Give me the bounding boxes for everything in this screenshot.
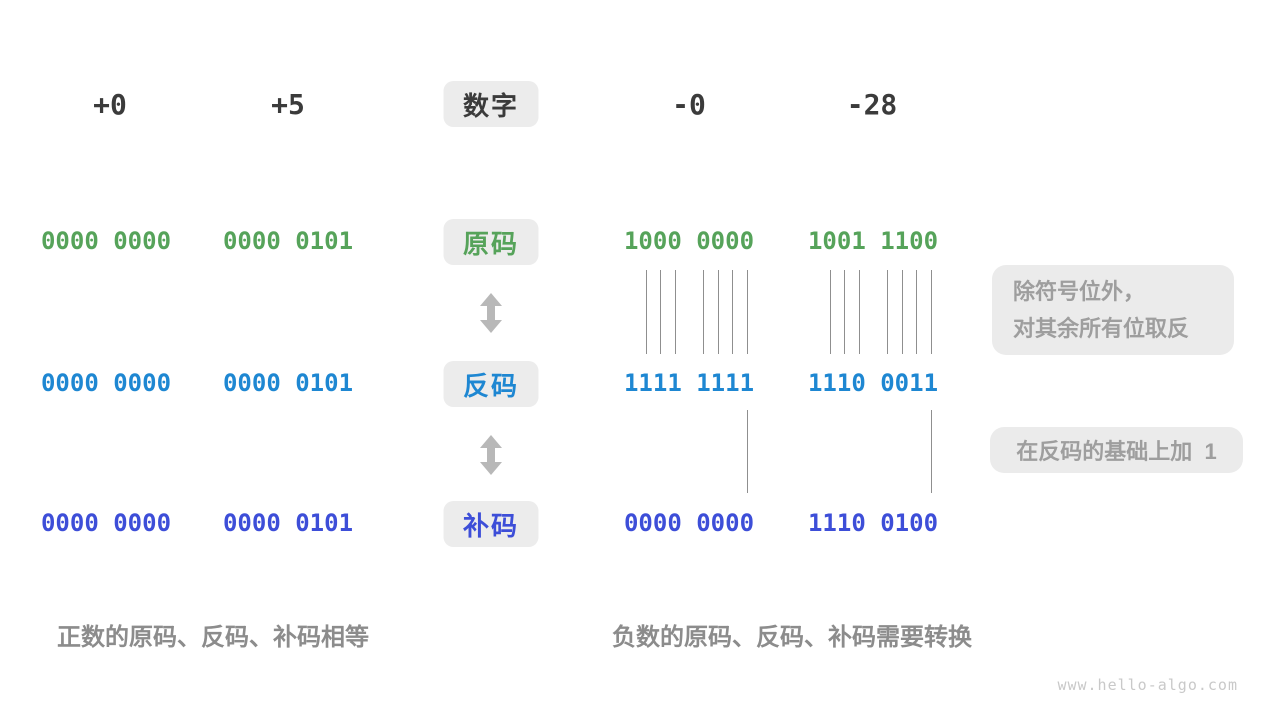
bit-tick-line	[747, 270, 748, 354]
invert-bits-note-line2: 对其余所有位取反	[1013, 316, 1190, 341]
binary-value-ones-complement-plus5: 0000 0101	[222, 369, 354, 397]
watermark: www.hello-algo.com	[1057, 676, 1238, 694]
bit-tick-line	[859, 270, 860, 354]
bit-tick-line	[931, 270, 932, 354]
bit-tick-line	[718, 270, 719, 354]
bit-tick-line	[703, 270, 704, 354]
caption-positive-numbers: 正数的原码、反码、补码相等	[57, 624, 369, 651]
invert-bits-note: 除符号位外， 对其余所有位取反	[992, 265, 1234, 355]
bit-tick-line	[887, 270, 888, 354]
binary-value-twos-complement-plus0: 0000 0000	[40, 509, 172, 537]
bit-tick-line	[844, 270, 845, 354]
bit-tick-line	[732, 270, 733, 354]
invert-bits-note-line1: 除符号位外，	[1013, 279, 1146, 304]
bit-tick-line	[747, 410, 748, 493]
binary-value-ones-complement-plus0: 0000 0000	[40, 369, 172, 397]
bit-tick-line	[916, 270, 917, 354]
bit-tick-line	[675, 270, 676, 354]
bit-tick-line	[902, 270, 903, 354]
header-value-minus28: -28	[846, 88, 898, 121]
binary-value-sign-magnitude-minus28: 1001 1100	[807, 227, 939, 255]
binary-value-twos-complement-plus5: 0000 0101	[222, 509, 354, 537]
number-badge: 数字	[443, 81, 539, 127]
binary-value-sign-magnitude-plus0: 0000 0000	[40, 227, 172, 255]
header-value-minus0: -0	[672, 88, 706, 121]
bit-tick-line	[931, 410, 932, 493]
bit-tick-line	[830, 270, 831, 354]
add-one-note: 在反码的基础上加 1	[990, 427, 1243, 473]
binary-value-twos-complement-minus0: 0000 0000	[623, 509, 755, 537]
header-value-plus5: +5	[271, 88, 305, 121]
twos-complement-badge: 补码	[443, 501, 539, 547]
bit-tick-line	[646, 270, 647, 354]
add-one-note-text: 在反码的基础上加 1	[1016, 439, 1217, 464]
header-value-plus0: +0	[93, 88, 127, 121]
bit-tick-line	[660, 270, 661, 354]
sign-magnitude-badge: 原码	[443, 219, 539, 265]
binary-value-sign-magnitude-minus0: 1000 0000	[623, 227, 755, 255]
up-down-arrow-icon	[479, 293, 503, 338]
binary-value-ones-complement-minus28: 1110 0011	[807, 369, 939, 397]
up-down-arrow-icon	[479, 435, 503, 480]
caption-negative-numbers: 负数的原码、反码、补码需要转换	[612, 624, 972, 651]
ones-complement-badge: 反码	[443, 361, 539, 407]
binary-value-ones-complement-minus0: 1111 1111	[623, 369, 755, 397]
binary-value-sign-magnitude-plus5: 0000 0101	[222, 227, 354, 255]
binary-value-twos-complement-minus28: 1110 0100	[807, 509, 939, 537]
